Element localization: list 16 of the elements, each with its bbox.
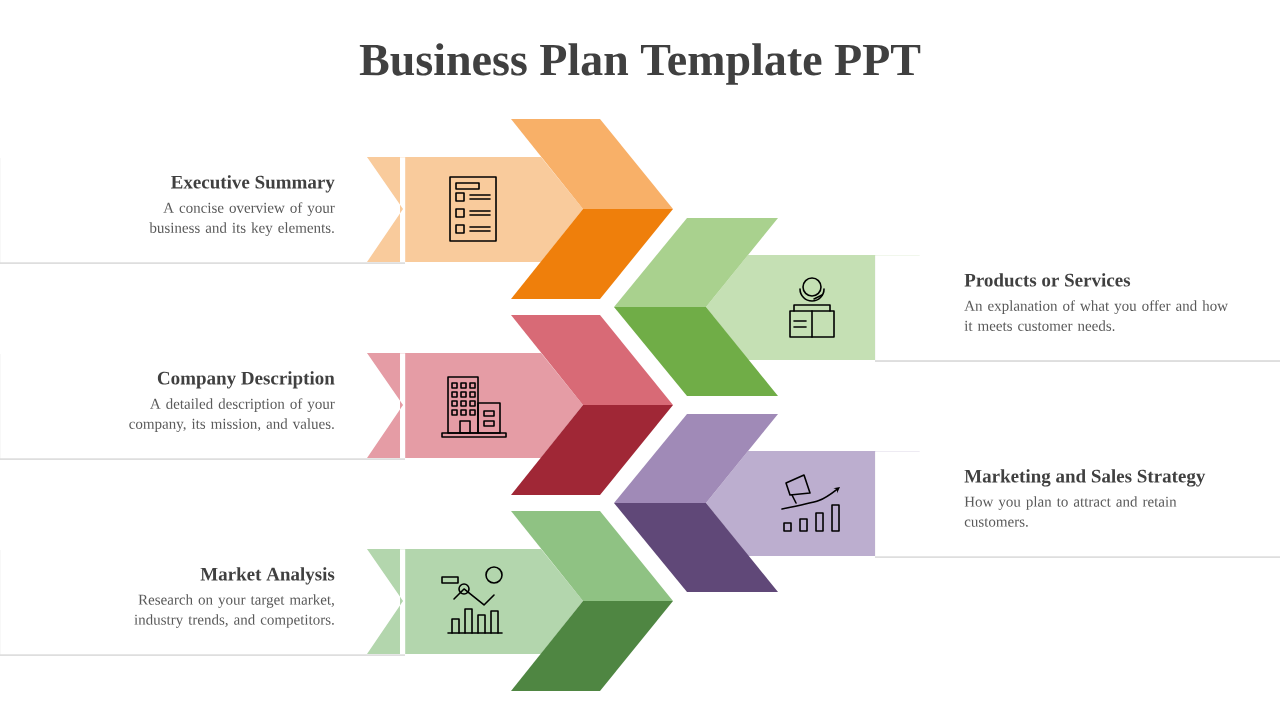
description: Research on your target market, industry trends, and competitors. [134,594,334,628]
title: Business Plan Template PPT [359,43,921,85]
heading: Products or Services [964,273,1131,287]
heading: Executive Summary [171,175,335,193]
card [0,549,406,656]
description: A detailed description of your company, its mission, and values. [129,398,335,432]
heading: Market Analysis [200,567,335,585]
card [0,157,406,264]
heading: Company Description [157,371,335,389]
description: An explanation of what you offer and how it meets customer needs. [964,300,1228,331]
card [0,353,406,460]
description: How you plan to attract and retain customers. [964,496,1177,527]
heading: Marketing and Sales Strategy [964,469,1206,487]
card [875,255,1280,362]
card [875,451,1280,558]
description: A concise overview of your business and its key elements. [149,202,335,236]
